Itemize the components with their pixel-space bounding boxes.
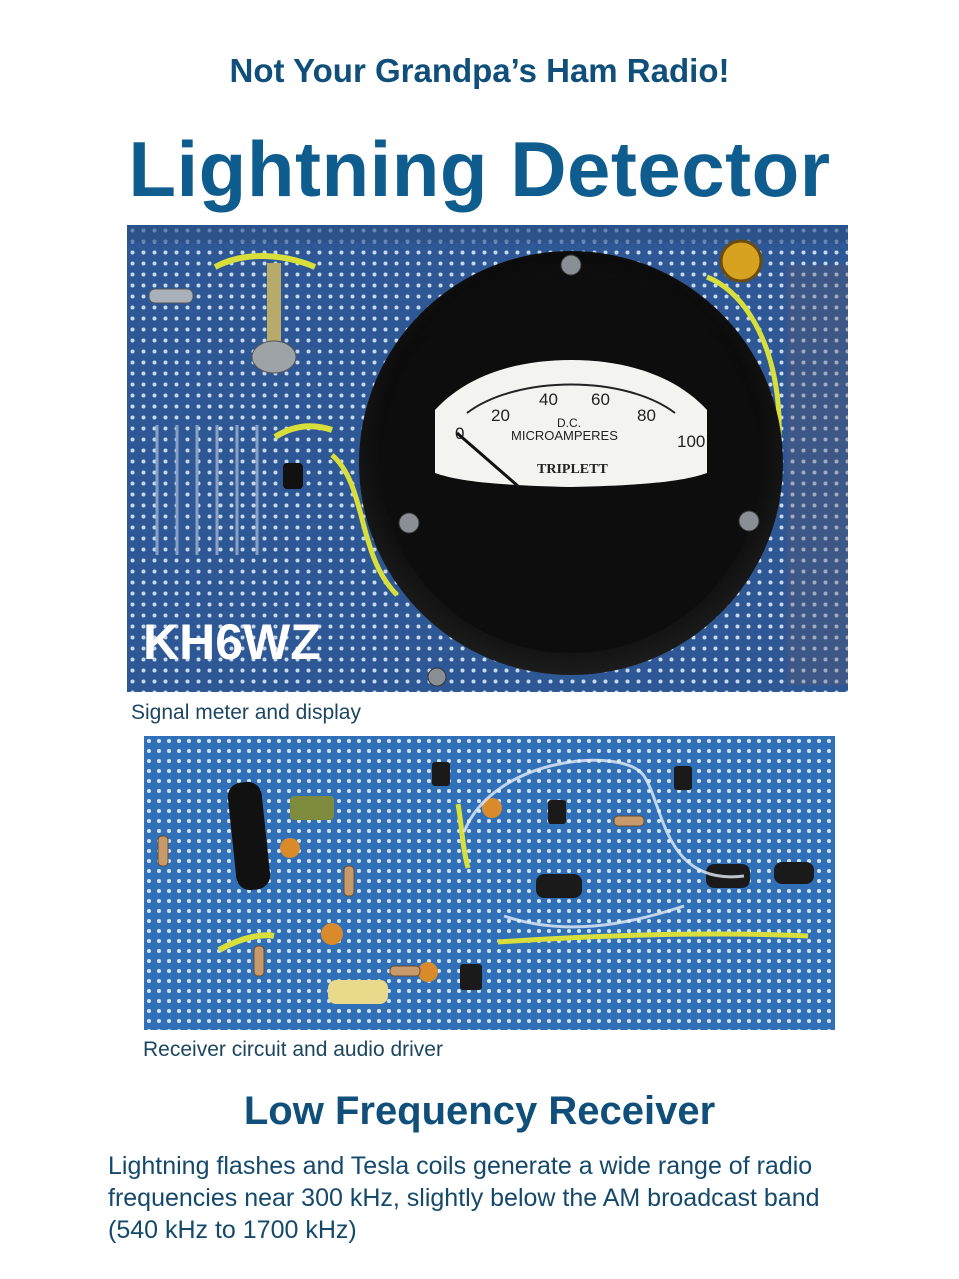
meter-brand: TRIPLETT <box>537 462 608 477</box>
receiver-circuit-photo <box>144 736 835 1030</box>
meter-scale-80: 80 <box>637 406 656 425</box>
meter-scale-20: 20 <box>491 406 510 425</box>
meter-scale-60: 60 <box>591 390 610 409</box>
caption-signal-meter: Signal meter and display <box>131 701 361 724</box>
meter-scale-40: 40 <box>539 390 558 409</box>
page-subtitle: Not Your Grandpa’s Ham Radio! <box>229 52 730 89</box>
receiver-board-illustration <box>144 736 835 1030</box>
section-body-text: Lightning flashes and Tesla coils genera… <box>108 1152 820 1244</box>
meter-board-illustration: 0 20 40 60 80 100 D.C. MICROAMPERES TRIP… <box>127 225 848 692</box>
signal-meter-photo: 0 20 40 60 80 100 D.C. MICROAMPERES TRIP… <box>127 225 848 692</box>
meter-scale-100: 100 <box>677 432 705 451</box>
meter-unit-dc: D.C. <box>557 416 581 430</box>
caption-receiver-circuit: Receiver circuit and audio driver <box>143 1038 443 1061</box>
section-heading: Low Frequency Receiver <box>243 1089 716 1133</box>
callsign-label: KH6WZ <box>143 614 321 670</box>
page-title: Lightning Detector <box>128 125 831 213</box>
meter-unit-microamperes: MICROAMPERES <box>511 428 618 443</box>
meter-needle <box>456 431 520 489</box>
